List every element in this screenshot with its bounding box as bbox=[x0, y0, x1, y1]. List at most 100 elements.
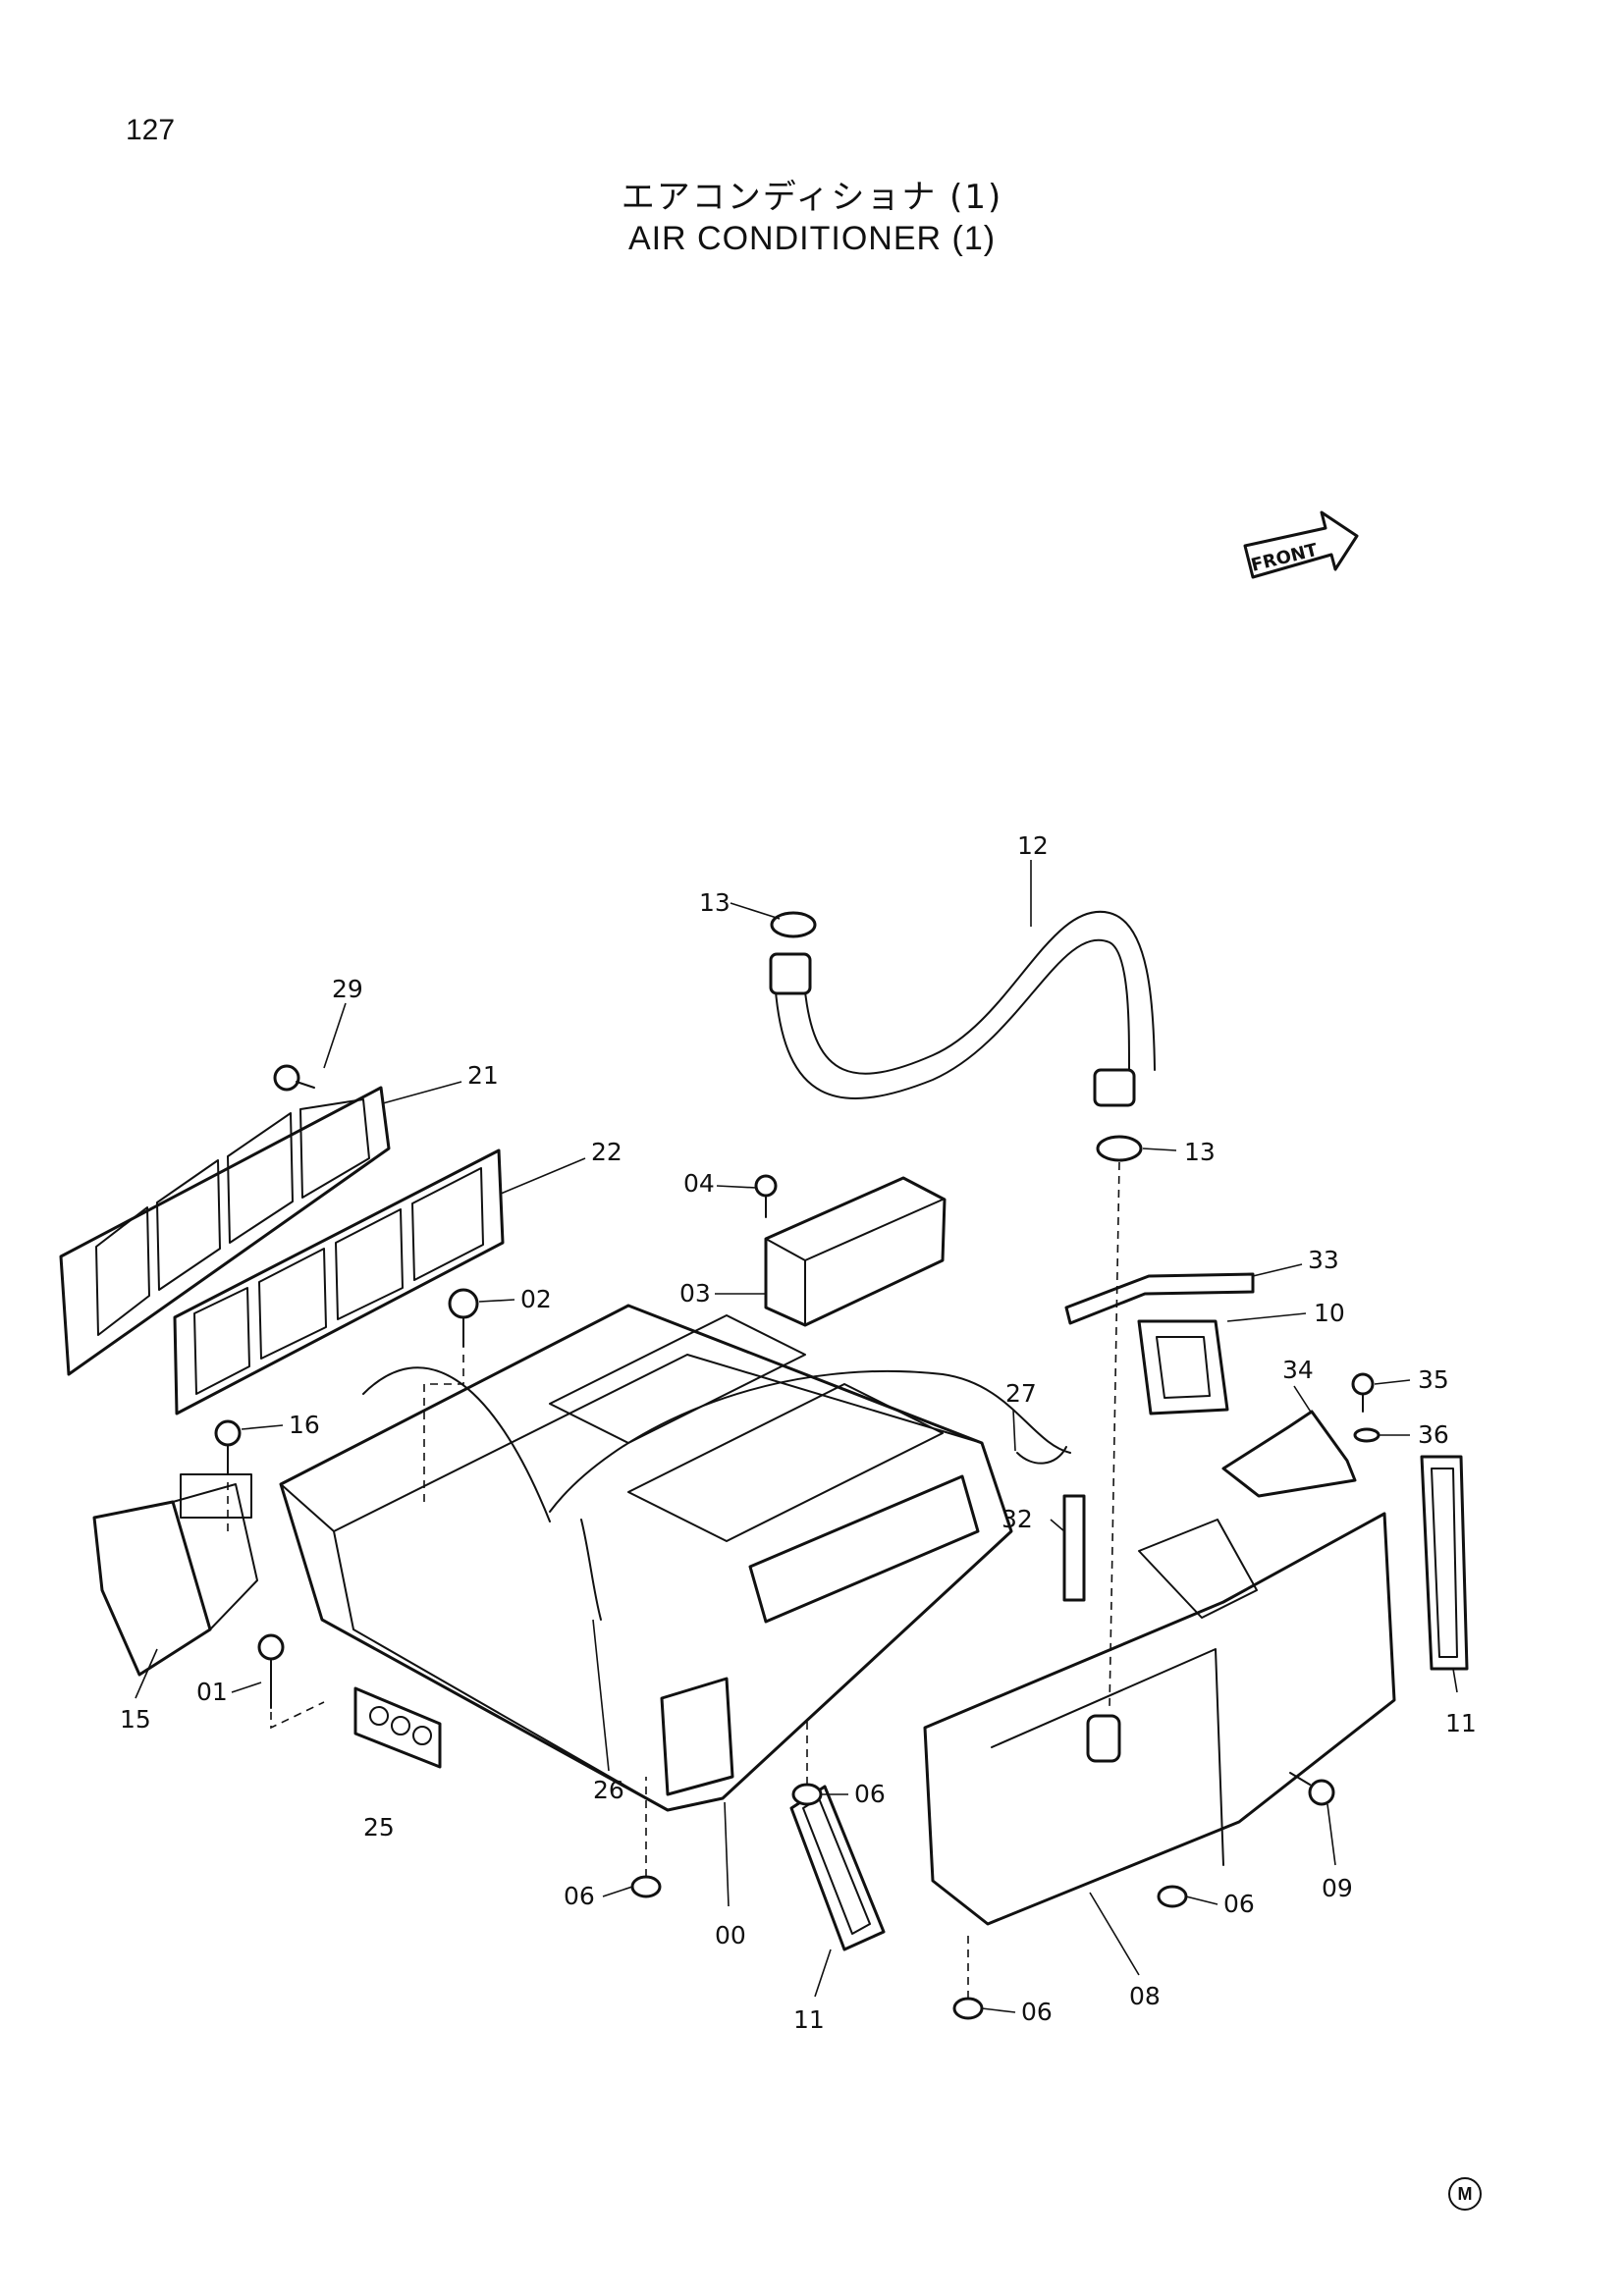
callout-12: 12 bbox=[1017, 831, 1049, 860]
drain-hose-outline-inner bbox=[804, 910, 1156, 1075]
grommet-hole-1 bbox=[369, 1706, 389, 1726]
leader-04 bbox=[716, 1185, 757, 1189]
callout-03: 03 bbox=[679, 1279, 711, 1308]
callout-25: 25 bbox=[363, 1813, 395, 1842]
leader-13b bbox=[1142, 1148, 1177, 1151]
leader-lines bbox=[135, 860, 1458, 2013]
hose-end-right bbox=[1093, 1068, 1136, 1107]
leader-11b bbox=[814, 1949, 832, 1998]
bolt-09-shank bbox=[1289, 1772, 1311, 1786]
callout-04: 04 bbox=[683, 1169, 715, 1198]
seal-strip-32 bbox=[1062, 1494, 1086, 1602]
callout-34: 34 bbox=[1282, 1356, 1314, 1384]
callout-13-bottom: 13 bbox=[1184, 1138, 1216, 1166]
callout-29: 29 bbox=[332, 975, 363, 1003]
main-unit-outline bbox=[279, 1304, 1013, 1812]
front-arrow-icon bbox=[1243, 510, 1359, 579]
leader-01 bbox=[231, 1682, 262, 1693]
grommet-plate bbox=[353, 1686, 442, 1769]
leader-08 bbox=[1089, 1892, 1140, 1976]
circled-m-mark: M bbox=[1448, 2177, 1482, 2211]
callout-16: 16 bbox=[289, 1411, 320, 1439]
inlet-duct-side bbox=[172, 1483, 258, 1630]
cover-34 bbox=[1221, 1410, 1357, 1498]
leader-06d bbox=[981, 2007, 1016, 2013]
main-unit-edges bbox=[280, 1354, 983, 1811]
front-arrow-marker: FRONT bbox=[1243, 510, 1359, 579]
main-unit bbox=[279, 1304, 1071, 1812]
bolt-01 bbox=[257, 1633, 285, 1709]
leader-13a bbox=[730, 902, 781, 920]
callout-21: 21 bbox=[467, 1061, 499, 1090]
hose-clamp-bottom bbox=[1096, 1135, 1143, 1162]
leader-33 bbox=[1252, 1263, 1303, 1277]
leader-16 bbox=[241, 1424, 284, 1430]
leader-06c bbox=[1185, 1896, 1218, 1905]
callout-06-bottom: 06 bbox=[1021, 1998, 1053, 2026]
callout-01: 01 bbox=[196, 1678, 228, 1706]
callout-09: 09 bbox=[1322, 1874, 1353, 1902]
main-unit-connector-block bbox=[660, 1677, 734, 1796]
grommet-hole-2 bbox=[391, 1716, 410, 1735]
leader-11a bbox=[1452, 1668, 1458, 1693]
callout-06-right: 06 bbox=[1223, 1890, 1255, 1918]
gasket-11-right bbox=[1420, 1455, 1469, 1671]
callout-35: 35 bbox=[1418, 1365, 1449, 1394]
main-unit-wire-harness bbox=[362, 1366, 1071, 1522]
callout-11-right: 11 bbox=[1445, 1709, 1477, 1737]
leader-02 bbox=[478, 1299, 515, 1303]
air-filter-mesh bbox=[173, 1148, 505, 1415]
leader-35 bbox=[1374, 1379, 1411, 1385]
callout-08: 08 bbox=[1129, 1982, 1161, 2010]
mount-06-a bbox=[791, 1783, 823, 1806]
callout-11-left: 11 bbox=[793, 2005, 825, 2034]
bolt-01-head-icon bbox=[257, 1633, 285, 1661]
leader-27 bbox=[1012, 1409, 1016, 1452]
leader-21 bbox=[382, 1081, 462, 1104]
screw-shank bbox=[296, 1081, 315, 1089]
air-filter-mesh-cells bbox=[193, 1167, 484, 1395]
callout-02: 02 bbox=[520, 1285, 552, 1313]
bolt-09-head-icon bbox=[1308, 1779, 1335, 1806]
callout-32: 32 bbox=[1001, 1505, 1033, 1533]
hose-end-left bbox=[769, 952, 812, 995]
leader-29 bbox=[323, 1002, 347, 1069]
control-box bbox=[754, 1174, 947, 1327]
drain-hose-outline bbox=[775, 938, 1130, 1099]
screw-35-icon bbox=[1351, 1372, 1375, 1396]
lower-case-details bbox=[991, 1519, 1258, 1866]
clip-26 bbox=[580, 1519, 602, 1621]
drain-hose bbox=[769, 910, 1156, 1107]
air-filter-cells bbox=[95, 1098, 370, 1336]
mount-06-b bbox=[630, 1875, 662, 1898]
grommet-hole-3 bbox=[412, 1726, 432, 1745]
dash-01-to-unit bbox=[270, 1701, 325, 1730]
dash-hose-to-nipple bbox=[1109, 1161, 1120, 1709]
leader-22 bbox=[500, 1157, 586, 1195]
inlet-motor-block bbox=[180, 1473, 252, 1519]
page-number: 127 bbox=[126, 114, 176, 146]
callout-13-top: 13 bbox=[699, 888, 731, 917]
callout-06-center: 06 bbox=[854, 1780, 886, 1808]
callout-26: 26 bbox=[593, 1776, 624, 1804]
air-filter-frame-outline bbox=[59, 1086, 391, 1376]
bolt-02 bbox=[448, 1288, 479, 1348]
callout-00: 00 bbox=[715, 1921, 746, 1949]
mount-06-d bbox=[952, 1997, 984, 2020]
bolt-16-head-icon bbox=[214, 1419, 242, 1447]
callout-27: 27 bbox=[1005, 1379, 1037, 1408]
seal-ring-10 bbox=[1137, 1319, 1229, 1415]
leader-00 bbox=[724, 1801, 730, 1907]
callout-22: 22 bbox=[591, 1138, 623, 1166]
page-title-block: エアコンディショナ (1) AIR CONDITIONER (1) bbox=[0, 177, 1624, 259]
mount-06-c bbox=[1157, 1885, 1188, 1908]
washer-36-icon bbox=[1353, 1427, 1380, 1443]
drain-nipple bbox=[1086, 1714, 1121, 1763]
lower-case bbox=[923, 1512, 1396, 1926]
callout-33: 33 bbox=[1308, 1246, 1339, 1274]
leader-06b bbox=[602, 1886, 633, 1897]
seal-ring-10-inner bbox=[1156, 1336, 1211, 1399]
callout-15: 15 bbox=[120, 1705, 151, 1734]
leader-15 bbox=[135, 1648, 158, 1699]
screw-04-icon bbox=[754, 1174, 778, 1198]
